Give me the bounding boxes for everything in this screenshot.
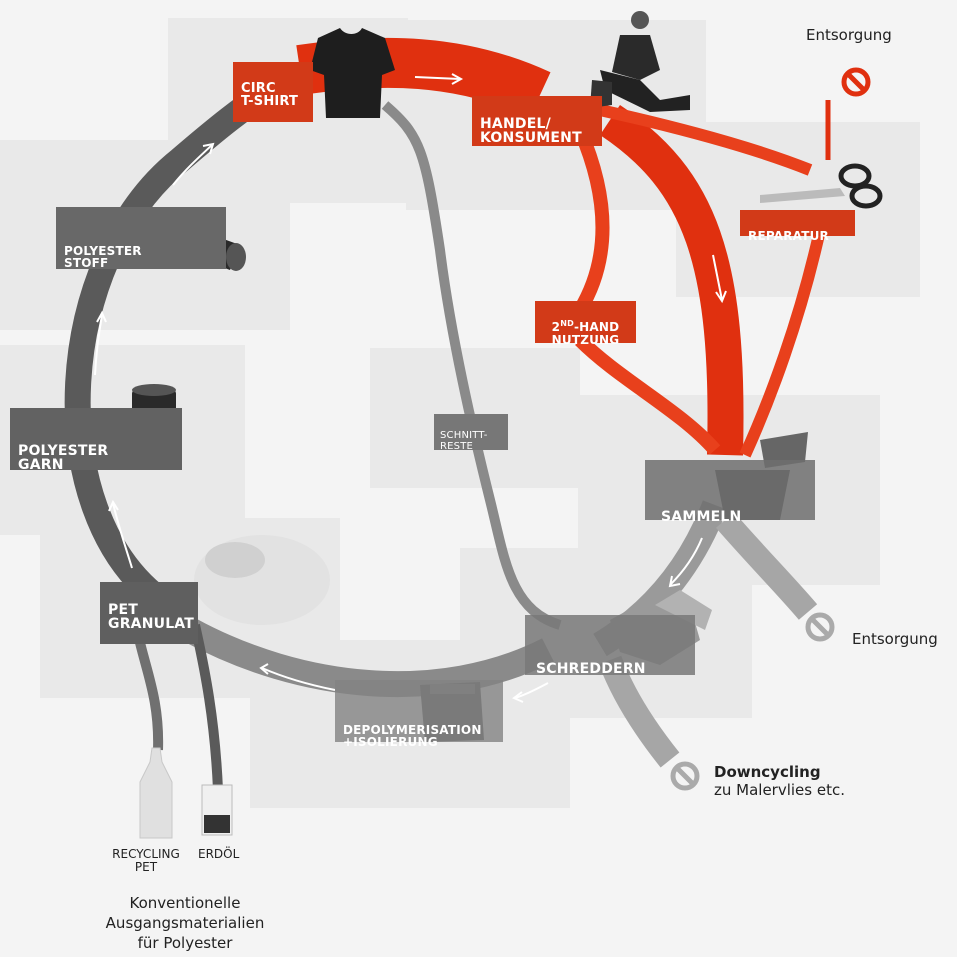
no-entry-icon <box>805 612 835 642</box>
downcycling-sub: zu Malervlies etc. <box>714 781 845 799</box>
garn-text: POLYESTER GARN <box>18 443 109 473</box>
entsorgung-right-text: Entsorgung <box>852 630 938 648</box>
schnittreste-line <box>381 101 562 630</box>
arrow-icon <box>712 254 727 304</box>
circ-tshirt-label: CIRC T-SHIRT <box>233 62 313 122</box>
arrow-icon <box>94 310 107 376</box>
flow-handel-to-reparatur <box>598 104 813 176</box>
loop-pet-to-tshirt <box>64 76 282 611</box>
pet-granulat-text: PET GRANULAT <box>108 602 195 632</box>
schnittreste-text: SCHNITT- RESTE <box>440 430 488 452</box>
konventionelle-text: Konventionelle Ausgangsmaterialien für P… <box>105 894 265 952</box>
arrow-icon <box>259 663 336 691</box>
schreddern-text: SCHREDDERN <box>536 661 646 677</box>
polyester-garn-label: POLYESTER GARN <box>10 408 182 473</box>
downcycling-title: Downcycling <box>714 763 821 781</box>
second-hand-text-post: -HAND NUTZUNG <box>551 320 620 347</box>
second-hand-sup: ND <box>560 319 574 328</box>
second-hand-text-pre: 2 <box>551 320 561 334</box>
circ-tshirt-text: CIRC T-SHIRT <box>241 81 299 109</box>
source-erdoel-line <box>190 623 223 791</box>
pet-granulat-label: PET GRANULAT <box>100 582 198 644</box>
bottle-icon <box>139 747 173 839</box>
depoly-label: DEPOLYMERISATION +ISOLIERUNG <box>335 680 503 748</box>
person-icon <box>590 11 690 112</box>
arrow-icon <box>512 682 549 703</box>
handel-konsument-label: HANDEL/ KONSUMENT <box>472 96 602 146</box>
handel-text: HANDEL/ KONSUMENT <box>480 116 582 146</box>
branch-entsorgung <box>715 512 818 620</box>
flow-2ndhand-to-sammeln <box>575 335 721 455</box>
granulate-icon <box>194 535 330 625</box>
stoff-text: POLYESTER STOFF <box>64 244 142 270</box>
entsorgung-top-text: Entsorgung <box>806 26 892 44</box>
no-entry-icon <box>841 67 871 97</box>
tshirt-icon <box>310 28 395 118</box>
scissors-icon <box>760 163 883 209</box>
no-entry-icon <box>670 761 700 791</box>
schnittreste-label: SCHNITT- RESTE <box>434 414 508 452</box>
polyester-stoff-label: POLYESTER STOFF <box>56 207 226 269</box>
flow-reparatur-to-sammeln <box>739 228 826 458</box>
reparatur-text: REPARATUR <box>748 229 829 243</box>
flow-handel-to-2ndhand <box>573 127 610 314</box>
arrow-icon <box>414 73 464 85</box>
second-hand-label: 2ND-HAND NUTZUNG <box>535 301 636 347</box>
sammeln-text: SAMMELN <box>661 509 742 525</box>
schreddern-label: SCHREDDERN <box>525 615 695 677</box>
flow-handel-to-sammeln <box>599 105 744 456</box>
depoly-text: DEPOLYMERISATION +ISOLIERUNG <box>343 723 482 749</box>
oil-beaker-icon <box>201 784 233 836</box>
arrow-icon <box>668 537 703 588</box>
erdoel-text: ERDÖL <box>198 847 240 861</box>
sammeln-label: SAMMELN <box>645 460 815 524</box>
reparatur-label: REPARATUR <box>740 210 855 243</box>
arrow-icon <box>108 499 133 569</box>
loop-schreddern-to-pet <box>183 618 554 698</box>
arrow-icon <box>172 142 215 186</box>
recycling-pet-text: RECYCLING PET <box>112 847 180 874</box>
